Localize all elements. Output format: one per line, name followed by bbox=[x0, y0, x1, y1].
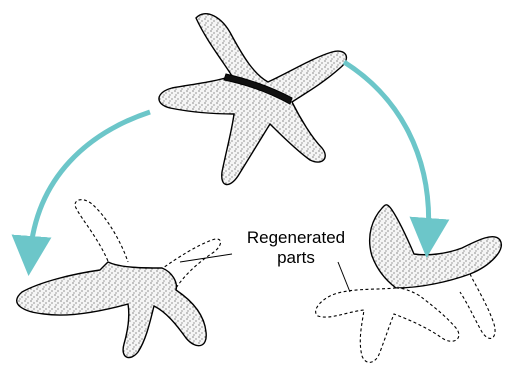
starfish-regenerating-left bbox=[17, 200, 221, 358]
starfish-whole bbox=[159, 14, 346, 185]
curved-arrow-left bbox=[30, 112, 150, 256]
regenerated-label-line1: Regenerated bbox=[232, 228, 360, 248]
regenerated-label-line2: parts bbox=[232, 248, 360, 268]
